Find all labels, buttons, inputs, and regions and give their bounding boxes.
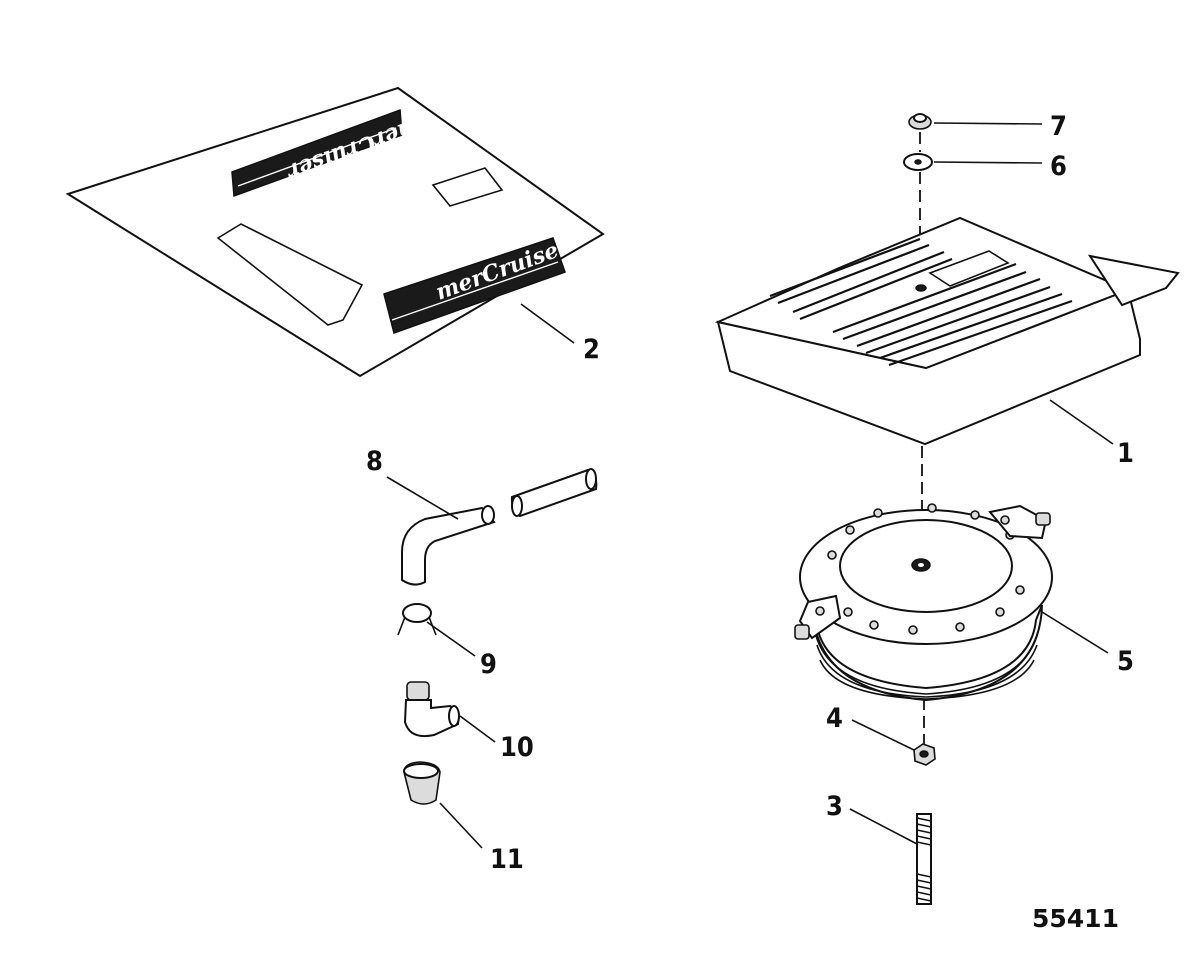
- cover-center-hole: [915, 284, 927, 292]
- callout-11: 11: [490, 844, 524, 875]
- callout-1: 1: [1117, 438, 1134, 469]
- stud-threads-top: [916, 817, 932, 846]
- leader-lines: [386, 122, 1114, 849]
- cover-washer-part: [903, 153, 933, 171]
- decal-small-cutout: [431, 167, 504, 207]
- stud-threads-bottom: [916, 873, 932, 902]
- callout-7: 7: [1050, 111, 1067, 142]
- leader-3: [849, 808, 918, 845]
- callout-9: 9: [480, 649, 497, 680]
- flame-arrestor-part: [794, 503, 1053, 702]
- leader-11: [439, 802, 483, 849]
- callout-5: 5: [1117, 646, 1134, 677]
- stud-nut-part: [913, 743, 936, 766]
- elbow-fitting-part: [403, 681, 460, 738]
- callout-6: 6: [1050, 151, 1067, 182]
- leader-10: [459, 715, 496, 743]
- leader-7: [933, 122, 1043, 125]
- decal-sheet: [65, 86, 605, 378]
- decal-sheet-part: merCruiser merCruiser: [65, 86, 605, 378]
- callout-10: 10: [500, 732, 534, 763]
- hose-part: [401, 468, 598, 586]
- callout-labels: 7 6 2 1 8 9 10 11 5 4 3: [366, 111, 1134, 875]
- cover-window: [928, 250, 1010, 287]
- stud-part: [916, 813, 932, 905]
- callout-3: 3: [826, 791, 843, 822]
- leader-9: [426, 621, 476, 657]
- leader-5: [1041, 611, 1109, 654]
- leader-2: [520, 303, 575, 344]
- leader-6: [933, 161, 1043, 164]
- callout-2: 2: [583, 334, 600, 365]
- cover-nut-part: [908, 113, 932, 130]
- callout-4: 4: [826, 703, 843, 734]
- decal-large-cutout: [216, 223, 364, 326]
- leader-4: [851, 719, 915, 751]
- leader-1: [1049, 399, 1114, 445]
- arrestor-cover-part: [714, 216, 1180, 446]
- leader-8: [386, 476, 459, 520]
- figure-number: 55411: [1032, 904, 1119, 933]
- cover-ribs: [769, 237, 1073, 367]
- arrestor-bolt-holes: [827, 503, 1025, 635]
- stud-shaft: [916, 813, 932, 905]
- cap-part: [403, 761, 441, 805]
- callout-8: 8: [366, 446, 383, 477]
- hose-clamp-part: [397, 603, 437, 636]
